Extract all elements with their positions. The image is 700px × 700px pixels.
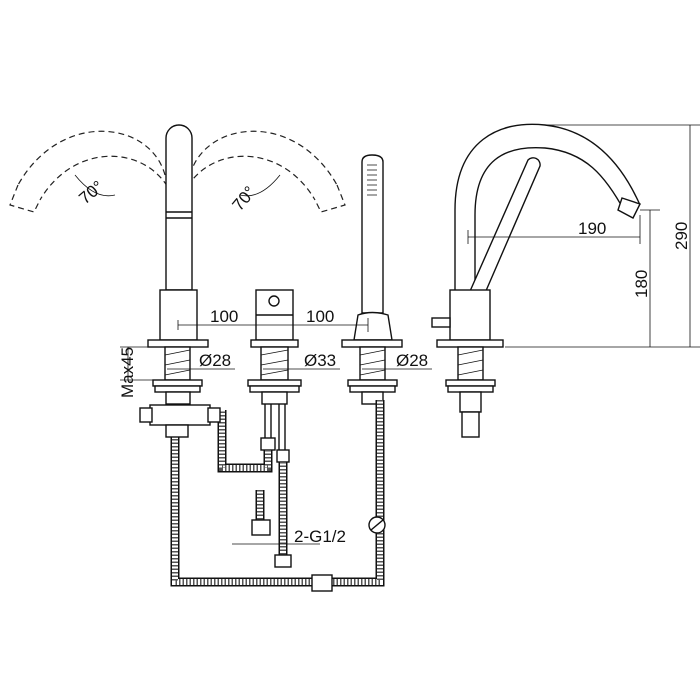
total-height-label: 290 (672, 222, 691, 250)
swivel-arc-right (182, 130, 346, 213)
angle-arrow-right (239, 174, 281, 197)
shower-diameter-label: Ø28 (396, 351, 428, 370)
mixer-diameter-label: Ø33 (304, 351, 336, 370)
hand-shower-front-view (341, 154, 403, 405)
spout-height-label: 180 (632, 270, 651, 298)
swivel-angle-left: 70° (75, 177, 107, 208)
reach-label: 190 (578, 219, 606, 238)
spout-diameter-label: Ø28 (199, 351, 231, 370)
angle-arrow-left (74, 174, 116, 197)
swivel-arc-left (9, 130, 173, 213)
spacing-left-label: 100 (210, 307, 238, 326)
connection-size-label: 2-G1/2 (294, 527, 346, 546)
swivel-angle-right: 70° (229, 183, 260, 215)
faucet-side-view (431, 123, 641, 438)
spacing-right-label: 100 (306, 307, 334, 326)
mixer-front-view (247, 289, 302, 463)
supply-hoses (139, 400, 386, 592)
max-deck-thickness-label: Max45 (118, 347, 137, 398)
spout-front-view (147, 124, 209, 405)
dimension-lines (120, 124, 700, 545)
